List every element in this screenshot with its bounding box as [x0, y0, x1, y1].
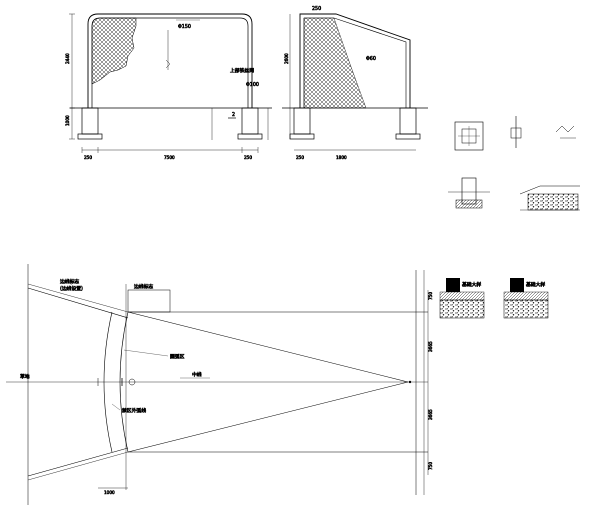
- plan-view: 边线标志 (边线设置) 边线标志 圆弧区 中线 草地 禁区外弧线 750 366…: [6, 264, 433, 505]
- dim-base: 1000: [65, 115, 70, 126]
- label-arc: 圆弧区: [170, 353, 185, 360]
- dim-lower: 3665: [428, 409, 433, 420]
- penalty-triangle: [127, 311, 409, 453]
- dim-top-margin: 750: [428, 292, 433, 300]
- dim-bottom-margin: 750: [428, 462, 433, 470]
- goal-frame: [87, 13, 253, 108]
- detail-ground-section: [519, 185, 580, 195]
- front-elevation: 2440 1000 7500 250 250 Φ150 上部铁丝网 Φ100 2: [65, 13, 272, 160]
- side-elevation: 2600 1800 250 Φ60 250: [282, 6, 428, 160]
- arc-inner: [119, 311, 129, 453]
- detail-title-a: 基础大样: [462, 281, 481, 288]
- label-center: 中线: [192, 371, 202, 378]
- pipe-top-label: Φ150: [178, 24, 191, 30]
- upper-sideline: [27, 287, 129, 319]
- right-footing: [241, 107, 259, 135]
- label-penalty: 禁区外弧线: [122, 407, 146, 414]
- net-note-1: 上部铁丝网: [230, 67, 254, 74]
- label-field: 草地: [20, 373, 30, 380]
- lower-sideline: [27, 447, 129, 477]
- gravel-block-b: [503, 299, 549, 319]
- side-net: [303, 17, 367, 109]
- dim-left-post: 250: [84, 155, 92, 160]
- dim-height: 2440: [65, 53, 70, 64]
- side-frame: [299, 13, 411, 108]
- net-mesh: [91, 17, 137, 85]
- label-boundary: 边线标志: [60, 278, 79, 285]
- label-top-box: 边线标志: [134, 283, 153, 290]
- center-mark: [128, 378, 136, 386]
- gravel-block-a: [439, 299, 485, 319]
- arc-outer: [103, 311, 113, 453]
- side-dim-total: 1800: [336, 155, 347, 160]
- side-pipe-label: Φ60: [366, 56, 376, 62]
- side-dim-height: 2600: [284, 53, 289, 64]
- dim-right-post: 250: [244, 155, 252, 160]
- section-mark: 2: [232, 112, 235, 118]
- pipe-mid-label: Φ100: [246, 82, 259, 88]
- dim-width: 7500: [164, 155, 175, 160]
- detail-blocks: [448, 116, 580, 211]
- detail-zigzag: [555, 125, 575, 133]
- dim-upper: 3665: [428, 341, 433, 352]
- gravel-details: 基础大样 基础大样: [439, 278, 549, 319]
- side-dim-top: 250: [312, 6, 321, 12]
- top-box: [127, 289, 171, 313]
- left-footing: [81, 107, 99, 135]
- label-boundary-note: (边线设置): [60, 285, 83, 292]
- side-dim-base: 250: [296, 155, 304, 160]
- detail-title-b: 基础大样: [526, 281, 545, 288]
- dim-arc-offset: 1000: [104, 490, 115, 495]
- detail-plan-square: [454, 121, 484, 151]
